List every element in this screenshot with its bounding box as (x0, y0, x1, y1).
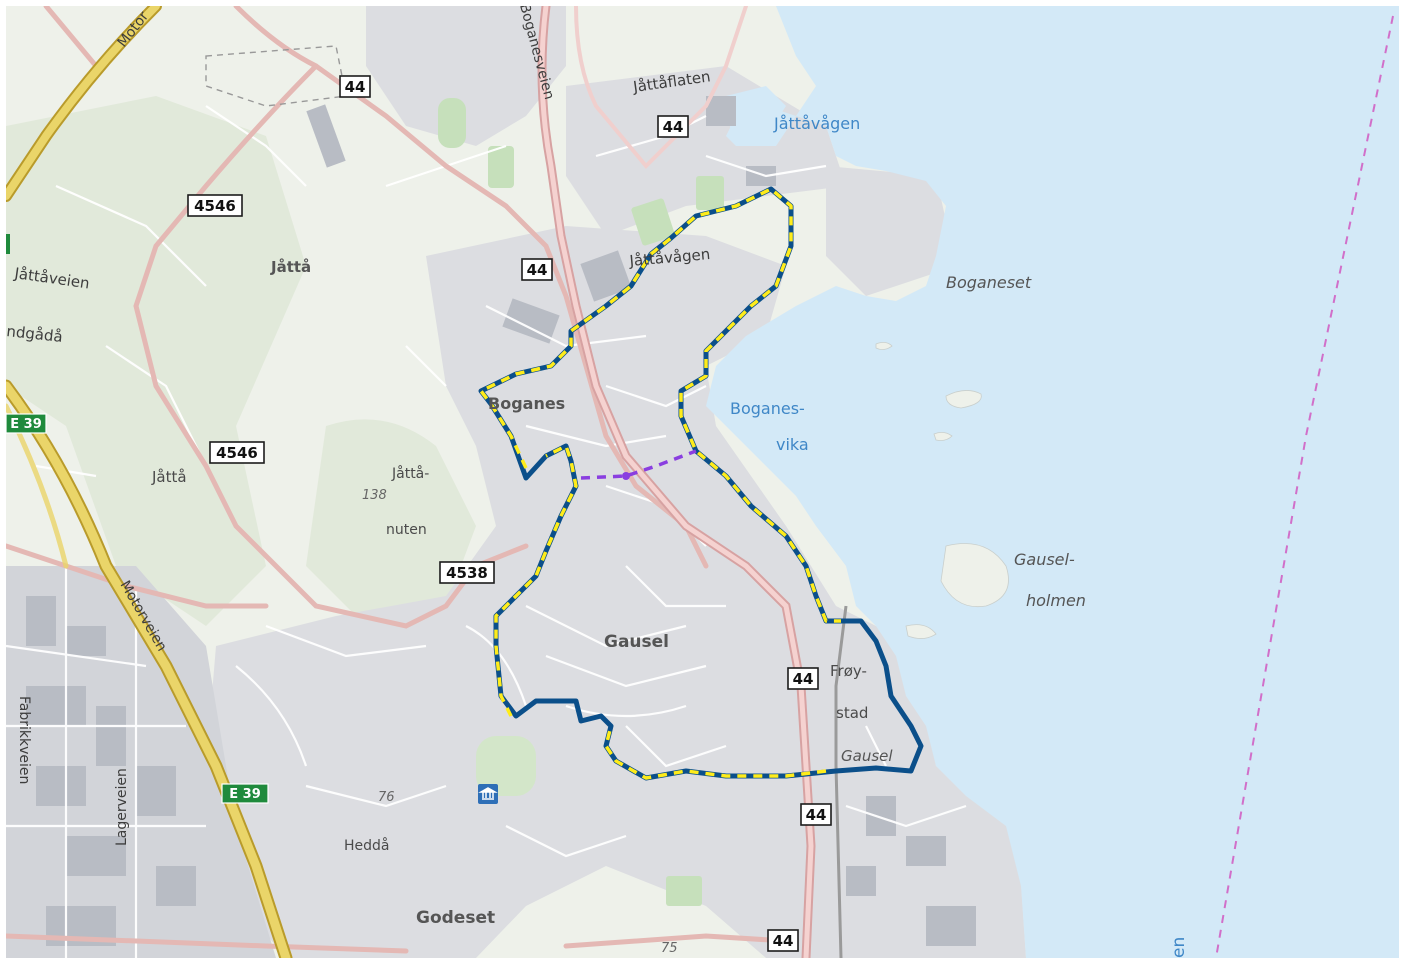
place-jatta-south: Jåttå (151, 468, 187, 486)
svg-text:E 39: E 39 (10, 417, 42, 432)
route-4538-shield: 4538 (439, 561, 495, 584)
svg-text:4546: 4546 (216, 444, 258, 462)
place-jattanuten-1: Jåttå- (391, 465, 429, 482)
e39-shield: E 39 (6, 413, 47, 434)
route-connector (580, 449, 697, 480)
height-138: 138 (362, 488, 387, 503)
route-4546-shield: 4546 (209, 441, 265, 464)
park-areas (438, 98, 724, 906)
connector-node (622, 472, 630, 480)
island-gauselholmen-2: holmen (1026, 591, 1086, 610)
route-outline (478, 186, 924, 781)
route-dashed (479, 187, 841, 780)
minor-streets (6, 105, 967, 958)
water-bogenesvika-1: Boganes- (730, 399, 805, 418)
place-godeset: Godeset (416, 908, 495, 928)
boundary-line (1215, 15, 1394, 958)
street-ndgada: ndgådå (6, 322, 64, 346)
map-viewport[interactable]: 44 44 44 44 44 44 4546 4546 4538 E 39 E … (6, 6, 1399, 958)
street-fabrikkveien: Fabrikkveien (16, 696, 32, 784)
place-hedda: Heddå (344, 837, 390, 854)
museum-icon[interactable] (478, 784, 498, 804)
route-44-shield: 44 (787, 667, 819, 690)
water-bogenesvika-2: vika (776, 435, 809, 454)
svg-text:44: 44 (527, 261, 548, 279)
islands (875, 342, 1009, 639)
height-75: 75 (661, 941, 678, 956)
route-4546-shield: 4546 (187, 194, 243, 217)
svg-text:44: 44 (345, 78, 366, 96)
place-froystad-2: stad (836, 704, 868, 722)
island-boganeset: Boganeset (946, 273, 1032, 292)
svg-text:4538: 4538 (446, 564, 488, 582)
place-jattanuten-2: nuten (386, 522, 427, 538)
street-lagerveien: Lagerveien (114, 768, 130, 846)
map-canvas[interactable]: 44 44 44 44 44 44 4546 4546 4538 E 39 E … (6, 6, 1399, 958)
place-gausel: Gausel (604, 632, 669, 652)
place-froystad-1: Frøy- (830, 662, 867, 680)
water-jattavagen: Jåttåvågen (773, 114, 860, 133)
svg-text:4546: 4546 (194, 197, 236, 215)
place-jatta: Jåttå (270, 258, 311, 276)
island-gauselholmen-1: Gausel- (1014, 550, 1075, 569)
svg-text:E 39: E 39 (229, 787, 261, 802)
water-fjord-partial: en (1169, 937, 1189, 958)
svg-text:44: 44 (806, 806, 827, 824)
railway (834, 605, 848, 958)
svg-text:44: 44 (773, 932, 794, 950)
svg-text:44: 44 (663, 118, 684, 136)
e39-shield: E 39 (221, 783, 269, 804)
svg-text:44: 44 (793, 670, 814, 688)
building-blocks (26, 96, 976, 946)
route-44-shield: 44 (767, 929, 799, 952)
route-44-shield: 44 (339, 75, 371, 98)
route-44-shield: 44 (800, 803, 832, 826)
route-44-shield: 44 (657, 115, 689, 138)
route-44-shield: 44 (521, 258, 553, 281)
height-76: 76 (378, 790, 395, 805)
edge-marker (6, 234, 10, 254)
water-areas (706, 6, 1399, 958)
main-road-44 (537, 6, 816, 958)
dashed-outline (205, 45, 347, 107)
place-gausel-italic: Gausel (841, 747, 893, 765)
place-boganes: Boganes (488, 394, 565, 413)
